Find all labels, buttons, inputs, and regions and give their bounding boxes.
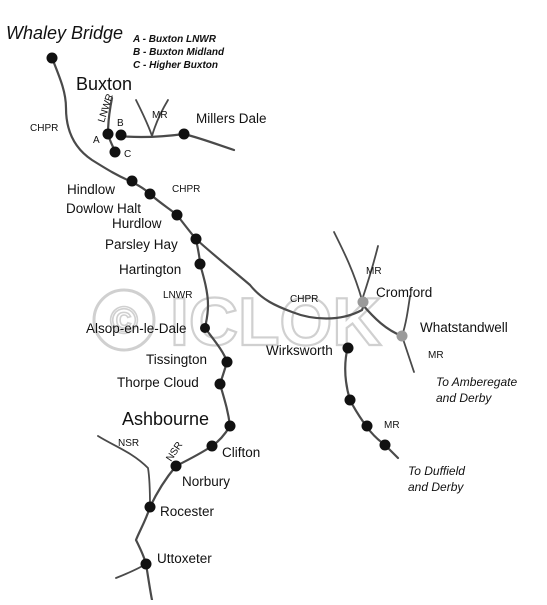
station-alsop-en-le-dale [200, 323, 210, 333]
station-whaley-bridge [46, 52, 58, 64]
label-norbury: Norbury [182, 474, 230, 489]
station-rocester [144, 501, 156, 513]
station-whatstandwell [396, 330, 408, 342]
watermark-symbol: © [110, 300, 138, 342]
label-millers-dale: Millers Dale [196, 111, 267, 126]
label-hurdlow: Hurdlow [112, 216, 162, 231]
map-title: Whaley Bridge [6, 23, 123, 43]
label-nsr-west: NSR [118, 438, 139, 449]
station-buxton-midland [115, 129, 127, 141]
label-cromford: Cromford [376, 285, 432, 300]
label-hindlow: Hindlow [67, 182, 115, 197]
label-nsr-main: NSR [164, 440, 185, 464]
label-and-derby-1: and Derby [436, 391, 492, 405]
station-millers-dale [178, 128, 190, 140]
label-to-duffield: To Duffield [408, 464, 465, 478]
label-and-derby-2: and Derby [408, 480, 464, 494]
label-clifton: Clifton [222, 445, 260, 460]
label-thorpe-cloud: Thorpe Cloud [117, 375, 199, 390]
station-hartington [194, 258, 206, 270]
station-wirksworth-2 [344, 394, 356, 406]
station-tissington [221, 356, 233, 368]
label-parsley-hay: Parsley Hay [105, 237, 178, 252]
station-clifton [206, 440, 218, 452]
label-station-b: B [117, 118, 124, 129]
station-higher-buxton [109, 146, 121, 158]
label-chpr-east: CHPR [290, 294, 318, 305]
station-ashbourne [224, 420, 236, 432]
label-mr-buxton: MR [152, 110, 168, 121]
legend-item-c: C - Higher Buxton [133, 60, 218, 71]
watermark-copyright-icon [92, 288, 156, 352]
line-mr-buxton [116, 132, 236, 152]
label-mr-wirksworth: MR [384, 420, 400, 431]
label-whatstandwell: Whatstandwell [420, 320, 508, 335]
label-to-amberegate: To Amberegate [436, 375, 517, 389]
station-parsley-hay [190, 233, 202, 245]
station-norbury [170, 460, 182, 472]
label-ashbourne: Ashbourne [122, 409, 209, 429]
legend-item-a: A - Buxton LNWR [132, 34, 217, 45]
station-dowlow-halt [144, 188, 156, 200]
station-cromford [357, 296, 369, 308]
station-buxton-lnwr [102, 128, 114, 140]
label-station-a: A [93, 135, 100, 146]
line-mr-cromford-ne [361, 245, 379, 301]
station-uttoxeter [140, 558, 152, 570]
line-mr-whatstandwell-south [401, 335, 415, 373]
label-lnwr-south: LNWR [163, 290, 192, 301]
line-mr-north-1 [135, 99, 153, 137]
line-nsr-west [97, 435, 151, 507]
label-hartington: Hartington [119, 262, 181, 277]
station-hurdlow [171, 209, 183, 221]
legend-item-b: B - Buxton Midland [133, 47, 225, 58]
label-chpr-west: CHPR [30, 123, 58, 134]
label-lnwr-north: LNWR [96, 93, 116, 124]
line-mr-cromford-north [333, 231, 363, 301]
label-station-c: C [124, 149, 131, 160]
station-wirksworth-4 [379, 439, 391, 451]
label-alsop-en-le-dale: Alsop-en-le-Dale [86, 321, 187, 336]
stations [46, 52, 408, 570]
line-mr-whatstandwell-north [401, 295, 411, 337]
station-wirksworth [342, 342, 354, 354]
label-dowlow-halt: Dowlow Halt [66, 201, 141, 216]
station-wirksworth-3 [361, 420, 373, 432]
label-chpr-mid: CHPR [172, 184, 200, 195]
label-rocester: Rocester [160, 504, 215, 519]
label-tissington: Tissington [146, 352, 207, 367]
label-buxton: Buxton [76, 74, 132, 94]
station-thorpe-cloud [214, 378, 226, 390]
station-hindlow [126, 175, 138, 187]
label-mr-whatstandwell: MR [428, 350, 444, 361]
label-mr-cromford: MR [366, 266, 382, 277]
label-wirksworth: Wirksworth [266, 343, 333, 358]
label-uttoxeter: Uttoxeter [157, 551, 212, 566]
line-mr-north-2 [151, 99, 169, 137]
